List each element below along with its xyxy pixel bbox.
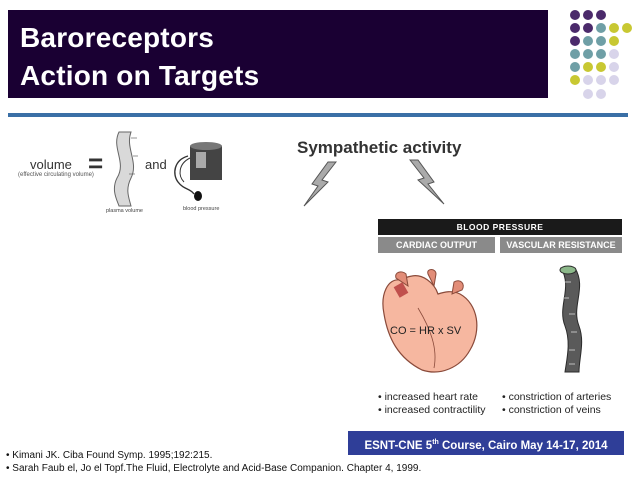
blood-pressure-label: blood pressure: [183, 206, 220, 212]
co-formula-label: CO = HR x SV: [390, 325, 462, 337]
lightning-left-icon: [303, 161, 338, 207]
blood-vessel-illustration: [559, 265, 583, 373]
conference-suffix: Course, Cairo May 14-17, 2014: [438, 439, 608, 452]
bullet-increased-contractility: • increased contractility: [378, 404, 486, 416]
and-label: and: [145, 157, 167, 172]
equals-sign: =: [88, 148, 104, 178]
bullet-increased-heart-rate: • increased heart rate: [378, 391, 478, 403]
bullet-constriction-veins: • constriction of veins: [502, 404, 601, 416]
cardiac-output-header: CARDIAC OUTPUT: [378, 237, 495, 253]
decorative-dot-grid: [566, 10, 638, 120]
bullet-constriction-arteries: • constriction of arteries: [502, 391, 612, 403]
reference-1: • Kimani JK. Ciba Found Symp. 1995;192:2…: [6, 450, 213, 461]
conference-banner: ESNT-CNE 5th Course, Cairo May 14-17, 20…: [348, 431, 624, 455]
slide-title-line2: Action on Targets: [20, 60, 260, 91]
heart-illustration: [382, 269, 478, 373]
volume-sublabel: (effective circulating volume): [18, 172, 94, 178]
blood-pressure-cuff-icon: [174, 142, 222, 201]
plasma-volume-tube-icon: [113, 131, 138, 207]
reference-2: • Sarah Faub el, Jo el Topf.The Fluid, E…: [6, 463, 422, 474]
plasma-volume-label: plasma volume: [106, 208, 143, 214]
sympathetic-activity-label: Sympathetic activity: [297, 138, 462, 157]
volume-label: volume: [30, 157, 72, 172]
vascular-resistance-header: VASCULAR RESISTANCE: [500, 237, 622, 253]
title-banner: Baroreceptors Action on Targets: [8, 10, 548, 98]
conference-prefix: ESNT-CNE 5: [364, 439, 433, 452]
blood-pressure-header: BLOOD PRESSURE: [378, 219, 622, 235]
lightning-right-icon: [408, 159, 445, 205]
conference-sup: th: [432, 439, 439, 446]
slide-title-line1: Baroreceptors: [20, 22, 215, 53]
header-rule: [8, 113, 628, 117]
